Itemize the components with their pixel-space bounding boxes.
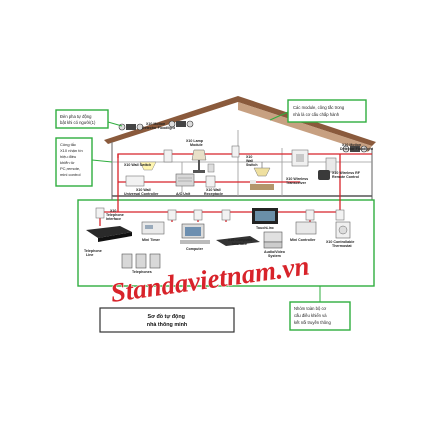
outlet-2-icon — [167, 209, 177, 221]
outlet-5-icon — [305, 209, 315, 221]
callout-motion-light-pointer — [107, 121, 123, 127]
motion-floodlight-left-icon — [118, 123, 144, 131]
label-telephone-interface: X10 Telephone Interface — [106, 209, 125, 221]
outlet-3-icon — [193, 209, 203, 221]
svg-text:Nhóm toàn bộ cơ cấu điều: Nhóm toàn bộ cơ cấu điều khiển và kết nố… — [294, 306, 331, 325]
label-telephones: Telephones — [132, 270, 152, 274]
callout-central: Nhóm toàn bộ cơ cấu điều khiển và kết nố… — [289, 301, 351, 331]
wall-switch-small-icon — [231, 145, 240, 158]
wall-switch-icon — [163, 149, 173, 163]
label-thermostat: X10 Controllable Thermostat — [326, 240, 355, 248]
telephone-interface-icon — [86, 226, 132, 242]
roof-shadow — [238, 102, 372, 152]
basement-frame — [77, 199, 375, 287]
devices-middle — [125, 173, 274, 190]
label-lamp-module: X10 Lamp Module — [186, 139, 204, 147]
svg-text:Đèn pha tự động bật khi: Đèn pha tự động bật khi có người(1) — [60, 114, 96, 125]
label-touchlinc: TouchLinc — [256, 226, 274, 230]
ceiling-light-icon — [139, 161, 157, 171]
callout-modules: Các module, công tắc trong nhà là cơ cấu… — [287, 99, 367, 123]
receptacle-icon — [205, 175, 216, 188]
label-computer-interface: X10 Computer Interface — [228, 238, 253, 246]
label-wall-switch-small: X10 Wall Switch — [246, 155, 258, 167]
diagram-title: Sơ đồ tự động nhà thông minh — [147, 314, 187, 328]
mini-timer-icon — [141, 221, 165, 235]
ac-unit-icon — [175, 173, 195, 187]
telephones-icon — [121, 253, 161, 269]
callout-modules-pointer — [269, 111, 289, 121]
touchlinc-icon — [252, 208, 278, 224]
label-wireless: X10 Wireless Transceiver — [286, 177, 309, 185]
label-telephone-line: Telephone Line — [84, 249, 103, 257]
svg-text:Công tắc X10 nhận tín: Công tắc X10 nhận tín hiệu điều khiển từ… — [60, 142, 84, 177]
callout-motion-light: Đèn pha tự động bật khi có người(1) — [55, 109, 109, 129]
device-labels: X10 Motion Detector Floodlight X10 Lamp … — [84, 122, 374, 274]
label-wall-switch-upper: X10 Wall Switch — [124, 163, 151, 167]
label-motion-right: X10 Motion Detector Floodlight — [340, 143, 374, 151]
callout-switch-x10: Công tắc X10 nhận tín hiệu điều khiển từ… — [55, 137, 93, 187]
label-mini-controller: Mini Controller — [290, 238, 316, 242]
svg-text:Các module, công tắc trong: Các module, công tắc trong nhà là cơ cấu… — [293, 105, 345, 117]
rf-remote-icon — [318, 170, 330, 180]
label-computer: Computer — [186, 247, 204, 251]
callout-switch-x10-pointer — [91, 159, 113, 163]
label-mini-timer: Mini Timer — [142, 238, 161, 242]
computer-interface-icon — [216, 236, 260, 246]
label-ac-unit: A/C Unit — [176, 192, 191, 196]
computer-icon — [180, 223, 210, 244]
label-universal: X10 Wall Universal Controller — [124, 188, 159, 196]
devices-basement — [86, 207, 351, 269]
thermostat-icon — [335, 221, 351, 239]
label-wireless-rf: X10 Wireless RF Remote Control — [332, 171, 361, 179]
devices-upper — [118, 120, 368, 180]
label-receptacle: X10 Wall Receptacle — [204, 188, 223, 196]
audio-video-icon — [263, 231, 283, 249]
wireless-transceiver-icon — [291, 149, 309, 167]
label-audio-video: Audio/Video System — [264, 250, 286, 258]
outlet-1-icon — [95, 207, 105, 219]
label-motion-left: X10 Motion Detector Floodlight — [142, 122, 176, 130]
outlet-4-icon — [221, 209, 231, 221]
lamp-icon — [191, 149, 215, 173]
chandelier-icon — [253, 162, 271, 177]
wall-lamp-icon — [325, 157, 337, 173]
outlet-6-icon — [335, 209, 345, 221]
diagram-title-box: Sơ đồ tự động nhà thông minh — [99, 307, 235, 333]
mini-controller-icon — [295, 221, 317, 235]
wire-upper — [117, 153, 372, 158]
motion-floodlight-right-icon — [342, 145, 368, 153]
universal-controller-icon — [125, 175, 145, 187]
bed-icon — [250, 180, 274, 190]
motion-floodlight-top-icon — [168, 120, 194, 128]
